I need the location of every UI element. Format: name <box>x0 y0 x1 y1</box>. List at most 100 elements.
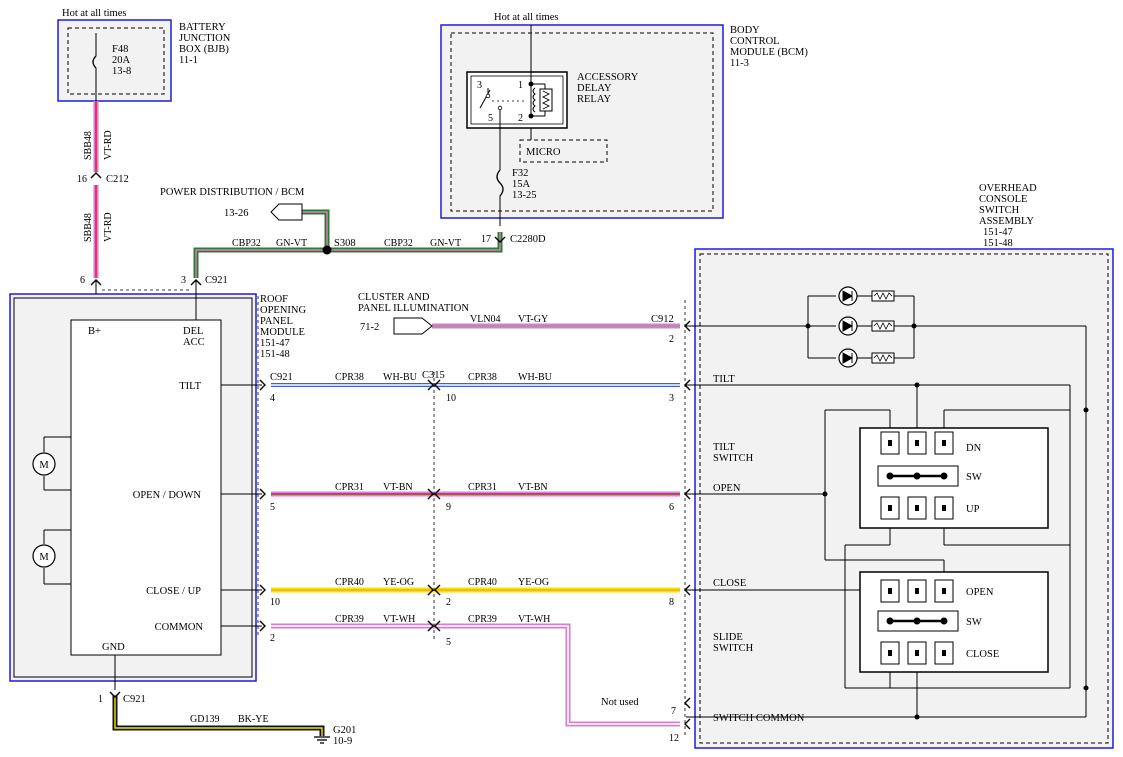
not-used-label: Not used <box>601 697 639 708</box>
bcm-fuse-label: F32 15A 13-25 <box>512 168 537 201</box>
micro-box <box>519 139 608 163</box>
switch-terminals <box>888 440 946 656</box>
power-dist-ref: 13-26 <box>224 208 249 219</box>
slide-pos-close: CLOSE <box>966 649 999 660</box>
bjb-box <box>57 19 172 102</box>
cpr39-right-circuit: CPR39 <box>468 614 497 625</box>
gd139-circuit: GD139 <box>190 714 219 725</box>
relay-title: ACCESSORY DELAY RELAY <box>577 72 639 105</box>
overhead-close-label: CLOSE <box>713 578 746 589</box>
vln04-circuit: VLN04 <box>470 314 501 325</box>
svg-text:RELAY: RELAY <box>577 94 611 105</box>
cluster-title: CLUSTER AND PANEL ILLUMINATION <box>358 292 469 314</box>
cpr31-right-circuit: CPR31 <box>468 482 497 493</box>
roof-controller <box>70 319 222 656</box>
svg-text:CLUSTER AND: CLUSTER AND <box>358 292 430 303</box>
pin: 7 <box>671 706 676 717</box>
roof-module-inner <box>13 297 253 678</box>
overhead-inner <box>699 253 1109 744</box>
svg-text:20A: 20A <box>112 55 131 66</box>
pin-gnd: GND <box>102 642 125 653</box>
pin: 8 <box>669 597 674 608</box>
pin: 3 <box>669 393 674 404</box>
slide-pos-open: OPEN <box>966 587 994 598</box>
cpr40-left-color: YE-OG <box>383 577 414 588</box>
tilt-switch-title: TILT <box>713 442 735 453</box>
c921-mid-label: C921 <box>270 372 293 383</box>
pin: 2 <box>270 633 275 644</box>
pin-common: COMMON <box>155 622 204 633</box>
cpr38-left-circuit: CPR38 <box>335 372 364 383</box>
pin-open-down: OPEN / DOWN <box>133 490 202 501</box>
svg-text:13-25: 13-25 <box>512 190 537 201</box>
slide-pos-sw: SW <box>966 617 982 628</box>
svg-text:OVERHEAD: OVERHEAD <box>979 183 1037 194</box>
cpr39-left-color: VT-WH <box>383 614 415 625</box>
switch-common-label: SWITCH COMMON <box>713 713 805 724</box>
motor-icon <box>32 529 71 585</box>
svg-text:11-3: 11-3 <box>730 58 749 69</box>
svg-text:151-48: 151-48 <box>260 349 290 360</box>
motor-label: M <box>39 552 49 563</box>
bjb-title: BATTERY JUNCTION BOX (BJB) 11-1 <box>179 22 231 66</box>
ground-icon <box>314 736 330 744</box>
pin: 10 <box>446 393 456 404</box>
wire-sbb48-circuit: SBB48 <box>83 213 94 242</box>
pin: 4 <box>270 393 275 404</box>
hot-at-all-times-left: Hot at all times <box>62 8 126 19</box>
relay-inner <box>470 75 564 125</box>
cpr39-left-circuit: CPR39 <box>335 614 364 625</box>
pin-tilt: TILT <box>179 381 201 392</box>
svg-text:CONTROL: CONTROL <box>730 36 780 47</box>
cpr31-left-color: VT-BN <box>383 482 413 493</box>
g201-label: G201 <box>333 725 356 736</box>
cpr38-right-color: WH-BU <box>518 372 553 383</box>
pin: 12 <box>669 733 679 744</box>
relay-coil-icon <box>532 87 553 113</box>
c212-pin: 16 <box>77 174 87 185</box>
svg-text:BATTERY: BATTERY <box>179 22 226 33</box>
svg-text:BOX (BJB): BOX (BJB) <box>179 44 229 55</box>
c921-top-label: C921 <box>205 275 228 286</box>
svg-text:F32: F32 <box>512 168 528 179</box>
pin-acc: ACC <box>183 337 205 348</box>
overhead-title: OVERHEAD CONSOLE SWITCH ASSEMBLY 151-47 … <box>979 183 1037 249</box>
fuse-f48-icon <box>92 55 97 69</box>
svg-text:151-47: 151-47 <box>983 227 1013 238</box>
cpr39-right-color: VT-WH <box>518 614 550 625</box>
cpr40-left-circuit: CPR40 <box>335 577 364 588</box>
wire-sbb48-color: VT-RD <box>103 130 114 160</box>
motor-label: M <box>39 460 49 471</box>
cpr38-left-color: WH-BU <box>383 372 418 383</box>
svg-text:MODULE: MODULE <box>260 327 305 338</box>
tilt-pos-up: UP <box>966 504 980 515</box>
c921-bot-label: C921 <box>123 694 146 705</box>
svg-text:151-47: 151-47 <box>260 338 290 349</box>
svg-text:OPENING: OPENING <box>260 305 306 316</box>
svg-text:2: 2 <box>518 113 523 124</box>
pin: 9 <box>446 502 451 513</box>
power-dist-title: POWER DISTRIBUTION / BCM <box>160 187 305 198</box>
svg-text:JUNCTION: JUNCTION <box>179 33 231 44</box>
cbp32-left-color: GN-VT <box>276 238 307 249</box>
overhead-open-label: OPEN <box>713 483 741 494</box>
bcm-inner <box>450 32 714 212</box>
motor-icon <box>32 436 71 491</box>
s308-label: S308 <box>334 238 356 249</box>
svg-text:5: 5 <box>488 113 493 124</box>
fuse-f32-icon <box>496 169 504 197</box>
svg-text:BODY: BODY <box>730 25 760 36</box>
vln04-color: VT-GY <box>518 314 548 325</box>
tilt-pos-sw: SW <box>966 472 982 483</box>
c2280d-label: C2280D <box>510 234 546 245</box>
pin-b-plus: B+ <box>88 326 101 337</box>
led-icon <box>838 286 895 306</box>
cpr38-right-circuit: CPR38 <box>468 372 497 383</box>
pin: 10 <box>270 597 280 608</box>
pin: 6 <box>669 502 674 513</box>
relay-contact-icon <box>485 93 491 99</box>
bjb-inner <box>67 27 165 95</box>
svg-text:ACCESSORY: ACCESSORY <box>577 72 639 83</box>
roof-module-title: ROOF OPENING PANEL MODULE 151-47 151-48 <box>260 294 306 360</box>
